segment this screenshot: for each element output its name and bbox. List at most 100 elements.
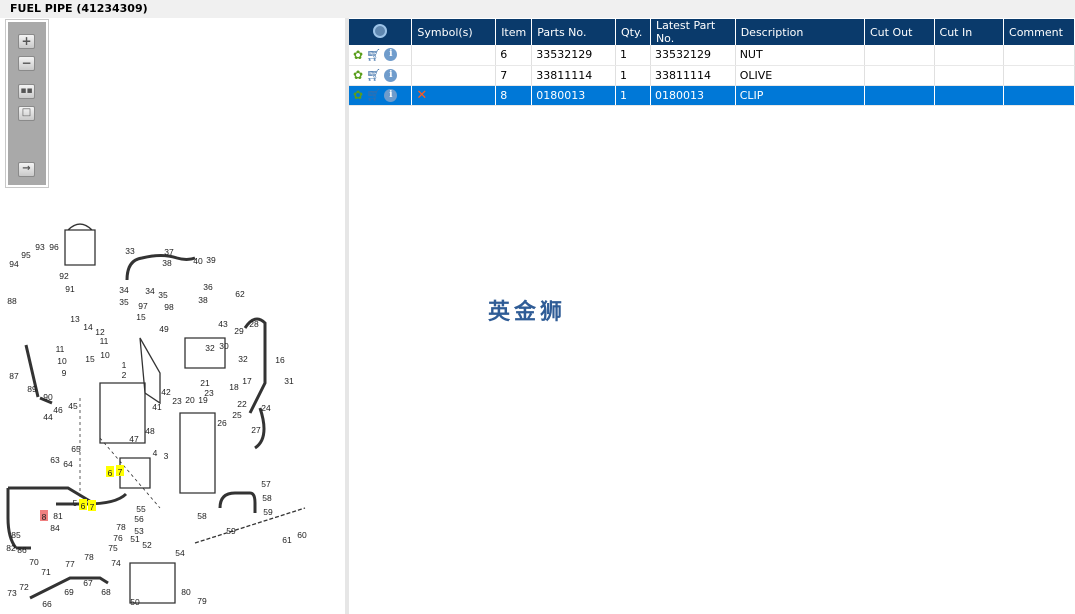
callout-44[interactable]: 44 <box>43 412 53 422</box>
callout-93[interactable]: 93 <box>35 242 45 252</box>
callout-60[interactable]: 60 <box>297 530 307 540</box>
callout-63[interactable]: 63 <box>50 455 60 465</box>
callout-97[interactable]: 97 <box>138 301 148 311</box>
callout-91[interactable]: 91 <box>65 284 75 294</box>
callout-42[interactable]: 42 <box>161 387 171 397</box>
callout-82[interactable]: 82 <box>6 543 16 553</box>
callout-59[interactable]: 59 <box>226 526 236 536</box>
callout-28[interactable]: 28 <box>249 319 259 329</box>
gear-icon[interactable]: ✿ <box>353 88 364 102</box>
callout-96[interactable]: 96 <box>49 242 59 252</box>
callout-55[interactable]: 55 <box>136 504 146 514</box>
callout-85[interactable]: 85 <box>11 530 21 540</box>
callout-5[interactable]: 5 <box>73 498 78 508</box>
callout-33[interactable]: 33 <box>125 246 135 256</box>
callout-38[interactable]: 38 <box>198 295 208 305</box>
callout-47[interactable]: 47 <box>129 434 139 444</box>
callout-68[interactable]: 68 <box>101 587 111 597</box>
callout-25[interactable]: 25 <box>232 410 242 420</box>
callout-54[interactable]: 54 <box>175 548 185 558</box>
callout-78[interactable]: 78 <box>84 552 94 562</box>
callout-92[interactable]: 92 <box>59 271 69 281</box>
callout-11[interactable]: 11 <box>100 336 109 346</box>
callout-88[interactable]: 88 <box>7 296 17 306</box>
pane-splitter[interactable] <box>345 18 349 614</box>
callout-69[interactable]: 69 <box>64 587 74 597</box>
info-icon[interactable]: i <box>384 68 398 82</box>
col-description[interactable]: Description <box>735 19 866 45</box>
callout-94[interactable]: 94 <box>9 259 19 269</box>
callout-20[interactable]: 20 <box>185 395 195 405</box>
callout-62[interactable]: 62 <box>235 289 245 299</box>
callout-77[interactable]: 77 <box>65 559 75 569</box>
callout-59[interactable]: 59 <box>263 507 273 517</box>
callout-4[interactable]: 4 <box>153 448 158 458</box>
callout-48[interactable]: 48 <box>145 426 155 436</box>
callout-84[interactable]: 84 <box>50 523 60 533</box>
callout-81[interactable]: 81 <box>53 511 63 521</box>
callout-67[interactable]: 67 <box>83 578 93 588</box>
callout-24[interactable]: 24 <box>261 403 271 413</box>
callout-98[interactable]: 98 <box>164 302 174 312</box>
table-row[interactable]: ✿🛒︎i ✕ 8 0180013 1 0180013 CLIP <box>349 85 1075 106</box>
callout-49[interactable]: 49 <box>159 324 169 334</box>
callout-75[interactable]: 75 <box>108 543 118 553</box>
callout-58[interactable]: 58 <box>197 511 207 521</box>
callout-35[interactable]: 35 <box>158 290 168 300</box>
callout-70[interactable]: 70 <box>29 557 39 567</box>
callout-79[interactable]: 79 <box>197 596 207 606</box>
callout-32[interactable]: 32 <box>205 343 215 353</box>
callout-46[interactable]: 46 <box>53 405 63 415</box>
callout-7[interactable]: 7 <box>118 467 123 477</box>
callout-72[interactable]: 72 <box>19 582 29 592</box>
callout-38[interactable]: 38 <box>162 258 172 268</box>
callout-10[interactable]: 10 <box>57 356 67 366</box>
callout-87[interactable]: 87 <box>9 371 19 381</box>
callout-8[interactable]: 8 <box>42 512 47 522</box>
callout-3[interactable]: 3 <box>164 451 169 461</box>
gear-icon[interactable]: ✿ <box>353 68 364 82</box>
info-icon[interactable]: i <box>384 88 398 102</box>
callout-13[interactable]: 13 <box>70 314 80 324</box>
callout-41[interactable]: 41 <box>152 402 162 412</box>
callout-10[interactable]: 10 <box>100 350 110 360</box>
cart-icon[interactable]: 🛒︎ <box>366 88 382 102</box>
callout-16[interactable]: 16 <box>275 355 285 365</box>
parts-search-icon[interactable] <box>349 19 413 45</box>
callout-7[interactable]: 7 <box>90 502 95 512</box>
callout-43[interactable]: 43 <box>218 319 228 329</box>
callout-31[interactable]: 31 <box>284 376 294 386</box>
callout-90[interactable]: 90 <box>43 392 53 402</box>
callout-1[interactable]: 1 <box>122 360 127 370</box>
table-row[interactable]: ✿🛒︎i 7 33811114 1 33811114 OLIVE <box>349 65 1075 86</box>
table-row[interactable]: ✿🛒︎i 6 33532129 1 33532129 NUT <box>349 45 1075 66</box>
callout-86[interactable]: 86 <box>17 545 27 555</box>
callout-51[interactable]: 51 <box>130 534 140 544</box>
callout-23[interactable]: 23 <box>204 388 214 398</box>
callout-17[interactable]: 17 <box>242 376 252 386</box>
callout-58[interactable]: 58 <box>262 493 272 503</box>
callout-80[interactable]: 80 <box>181 587 191 597</box>
callout-45[interactable]: 45 <box>68 401 78 411</box>
export-button[interactable]: → <box>18 162 35 177</box>
callout-27[interactable]: 27 <box>251 425 261 435</box>
col-parts-no[interactable]: Parts No. <box>531 19 616 45</box>
callout-71[interactable]: 71 <box>41 567 51 577</box>
col-cut-in[interactable]: Cut In <box>934 19 1005 45</box>
callout-37[interactable]: 37 <box>164 247 174 257</box>
actual-size-button[interactable]: □ <box>18 106 35 121</box>
col-item[interactable]: Item <box>495 19 533 45</box>
col-cut-out[interactable]: Cut Out <box>864 19 935 45</box>
callout-35[interactable]: 35 <box>119 297 129 307</box>
callout-30[interactable]: 30 <box>219 341 229 351</box>
callout-50[interactable]: 50 <box>130 597 140 607</box>
callout-6[interactable]: 6 <box>81 501 86 511</box>
gear-icon[interactable]: ✿ <box>353 47 364 62</box>
callout-78[interactable]: 78 <box>116 522 126 532</box>
callout-95[interactable]: 95 <box>21 250 31 260</box>
callout-15[interactable]: 15 <box>136 312 146 322</box>
cart-icon[interactable]: 🛒︎ <box>366 47 382 62</box>
callout-39[interactable]: 39 <box>206 255 216 265</box>
callout-52[interactable]: 52 <box>142 540 152 550</box>
